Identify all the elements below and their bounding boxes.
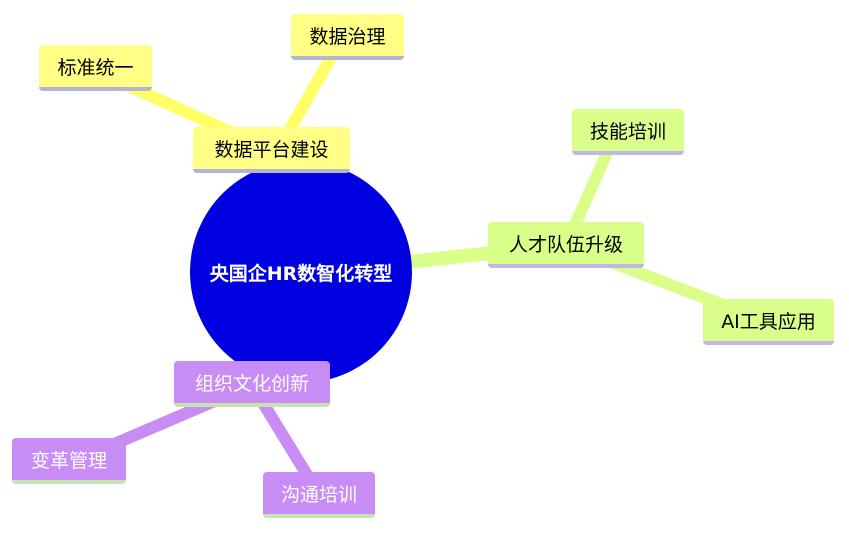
node-change-management: 变革管理 [12,438,126,484]
node-culture-innovation: 组织文化创新 [174,361,330,407]
node-ai-tools: AI工具应用 [703,299,834,345]
node-skill-training: 技能培训 [572,109,684,155]
node-data-governance: 数据治理 [291,14,404,60]
center-node: 央国企HR数智化转型 [190,161,412,383]
node-comm-training: 沟通培训 [263,472,375,518]
node-talent-upgrade: 人才队伍升级 [488,222,644,268]
node-standard-unify: 标准统一 [39,45,152,91]
node-data-platform: 数据平台建设 [193,127,350,173]
